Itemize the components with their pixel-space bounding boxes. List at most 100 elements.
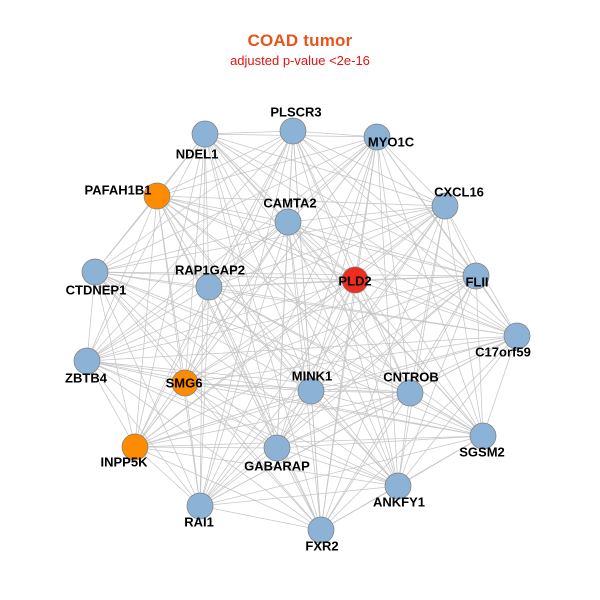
network-edge — [86, 360, 136, 448]
node-label-smg6: SMG6 — [166, 376, 203, 391]
network-node-myo1c — [363, 123, 391, 151]
network-edge — [204, 130, 294, 135]
network-edge — [310, 275, 477, 392]
network-edge — [184, 382, 399, 487]
network-edge — [208, 286, 322, 531]
network-edge — [409, 392, 484, 437]
network-edge — [184, 130, 294, 384]
node-label-ctdnep1: CTDNEP1 — [66, 283, 127, 298]
network-edge — [287, 205, 446, 223]
network-edge — [376, 136, 446, 207]
network-edge — [292, 130, 477, 277]
network-edge — [287, 221, 322, 531]
network-edge — [199, 390, 312, 507]
network-edge — [86, 360, 201, 507]
network-edge — [409, 275, 477, 394]
node-label-c17orf59: C17orf59 — [475, 345, 531, 360]
network-edge — [354, 279, 411, 394]
network-edge — [94, 271, 322, 531]
node-label-mink1: MINK1 — [292, 369, 332, 384]
node-label-fxr2: FXR2 — [305, 539, 338, 554]
network-node-smg6 — [171, 369, 199, 397]
network-edge — [199, 136, 378, 507]
network-edge — [204, 133, 446, 207]
nodes-layer — [73, 117, 531, 544]
figure-subtitle: adjusted p-value <2e-16 — [230, 53, 370, 68]
network-edge — [184, 382, 484, 437]
network-edge — [320, 275, 477, 531]
network-edge — [156, 136, 378, 197]
network-edge — [156, 195, 518, 337]
network-node-rap1gap2 — [195, 273, 223, 301]
network-edge — [184, 382, 278, 449]
node-label-ndel1: NDEL1 — [176, 147, 219, 162]
network-edge — [397, 335, 518, 487]
network-edge — [156, 195, 201, 507]
network-edge — [156, 195, 484, 437]
node-label-cxcl16: CXCL16 — [434, 185, 484, 200]
network-edge — [292, 130, 378, 138]
network-edge — [184, 382, 411, 394]
node-label-zbtb4: ZBTB4 — [65, 371, 108, 386]
network-edge — [397, 392, 411, 487]
network-edge — [156, 195, 289, 223]
network-node-flii — [462, 262, 490, 290]
network-edge — [199, 205, 446, 507]
network-node-ndel1 — [191, 120, 219, 148]
network-edge — [320, 392, 411, 531]
network-edge — [86, 279, 356, 362]
network-node-cxcl16 — [431, 192, 459, 220]
network-edge — [292, 130, 484, 437]
network-edge — [354, 279, 399, 487]
network-edge — [204, 133, 411, 394]
node-label-pld2: PLD2 — [338, 274, 371, 289]
network-edge — [199, 133, 206, 507]
network-edge — [354, 279, 518, 337]
network-edge — [199, 275, 477, 507]
network-edge — [287, 221, 477, 277]
network-edge — [199, 505, 322, 531]
network-edge — [409, 205, 446, 394]
network-edge — [204, 133, 399, 487]
network-edge — [94, 271, 186, 384]
network-edge — [204, 133, 322, 531]
network-edge — [134, 446, 278, 449]
network-node-gabarap — [263, 434, 291, 462]
network-edge — [156, 195, 411, 394]
network-edge — [320, 205, 446, 531]
network-node-cntrob — [396, 379, 424, 407]
network-edge — [134, 335, 518, 448]
network-edge — [134, 286, 210, 448]
node-label-sgsm2: SGSM2 — [459, 445, 505, 460]
network-edge — [276, 275, 477, 449]
network-edge — [287, 221, 356, 281]
network-node-sgsm2 — [469, 422, 497, 450]
network-edge — [208, 286, 312, 392]
network-edge — [199, 435, 484, 507]
network-edge — [184, 133, 206, 384]
network-edge — [94, 205, 446, 273]
network-edge — [86, 335, 518, 362]
network-edge — [134, 279, 356, 448]
network-edge — [134, 446, 322, 531]
network-node-c17orf59 — [503, 322, 531, 350]
network-edge — [94, 271, 399, 487]
network-edge — [184, 221, 289, 384]
network-edge — [86, 360, 322, 531]
network-edge — [204, 133, 477, 277]
network-edge — [134, 446, 399, 487]
network-edge — [208, 286, 411, 394]
node-label-pafah1b1: PAFAH1B1 — [85, 183, 152, 198]
network-edge — [184, 382, 322, 531]
network-edge — [184, 279, 356, 384]
network-edge — [354, 279, 484, 437]
network-node-ctdnep1 — [81, 258, 109, 286]
network-edge — [276, 205, 446, 449]
network-edge — [94, 221, 289, 273]
network-edge — [376, 136, 518, 337]
network-edge — [94, 136, 378, 273]
network-edge — [86, 360, 484, 437]
network-edge — [310, 205, 446, 392]
network-edge — [86, 195, 158, 362]
network-edge — [208, 130, 294, 288]
